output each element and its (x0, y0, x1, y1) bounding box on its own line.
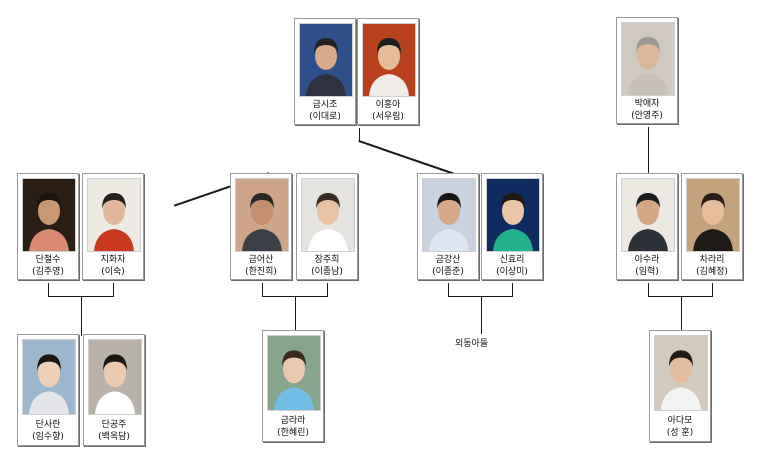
person-name: 단공주 (101, 420, 127, 430)
actor-name: (김혜정) (696, 267, 728, 277)
portrait-photo (686, 178, 740, 252)
person-name: 단사란 (35, 420, 61, 430)
portrait-photo (235, 178, 289, 252)
person-card-geum-rara: 금라라 (한혜린) (262, 330, 324, 442)
link-asura-couple-h (648, 296, 713, 297)
portrait-photo (486, 178, 540, 252)
only-son-note: 외동아들 (455, 339, 489, 349)
person-card-dan-saran: 단사란 (임수향) (17, 334, 79, 446)
portrait-photo (22, 339, 76, 415)
actor-name: (이상미) (496, 267, 528, 277)
person-card-ji-hwaja: 지화자 (이숙) (82, 173, 144, 280)
actor-name: (김주영) (32, 267, 64, 277)
portrait-photo (87, 178, 141, 252)
link-asura-couple-r (712, 283, 713, 297)
actor-name: (이대로) (309, 112, 341, 122)
person-card-geum-gangsan: 금강산 (이종준) (417, 173, 479, 280)
person-card-jang-juhui: 장주희 (이종남) (296, 173, 358, 280)
portrait-photo (621, 178, 675, 252)
portrait-photo (299, 23, 353, 97)
link-gangsan-couple-r (512, 283, 513, 297)
person-card-park-aeja: 박애자 (안영주) (616, 17, 678, 124)
actor-name: (이숙) (101, 267, 125, 277)
person-name: 단철수 (35, 255, 61, 265)
person-name: 이홍아 (375, 100, 401, 110)
person-name: 신효리 (499, 255, 525, 265)
actor-name: (이종남) (311, 267, 343, 277)
person-card-a-damo: 아다모 (성 훈) (649, 330, 711, 442)
person-card-dan-cheolsu: 단철수 (김주영) (17, 173, 79, 280)
link-to-gangsan (358, 140, 454, 175)
actor-name: (안영주) (631, 111, 663, 121)
portrait-photo (267, 335, 321, 411)
actor-name: (성 훈) (666, 428, 694, 438)
actor-name: (한진희) (245, 267, 277, 277)
link-grandparents-down (359, 128, 360, 141)
actor-name: (임수향) (32, 432, 64, 442)
link-gangsan-son (481, 296, 482, 334)
actor-name: (임혁) (635, 267, 659, 277)
actor-name: (백옥담) (98, 432, 130, 442)
portrait-photo (621, 22, 675, 96)
link-geum-couple-l (262, 283, 263, 297)
person-card-geum-sijo: 금시조 (이대로) (294, 18, 356, 125)
link-asura-couple-l (648, 283, 649, 297)
person-name: 아다모 (667, 416, 693, 426)
portrait-photo (422, 178, 476, 252)
portrait-photo (654, 335, 708, 411)
person-name: 아수라 (634, 255, 660, 265)
link-dan-couple-r (113, 283, 114, 297)
person-name: 금시조 (312, 100, 338, 110)
person-name: 차라리 (699, 255, 725, 265)
link-asura-children (681, 296, 682, 334)
person-card-geum-eosan: 금어산 (한진희) (230, 173, 292, 280)
portrait-photo (362, 23, 416, 97)
person-name: 장주희 (314, 255, 340, 265)
person-name: 지화자 (100, 255, 126, 265)
person-name: 금라라 (280, 416, 306, 426)
actor-name: (이종준) (432, 267, 464, 277)
link-geum-couple-r (327, 283, 328, 297)
portrait-photo (88, 339, 142, 415)
actor-name: (한혜린) (277, 428, 309, 438)
link-geum-children (295, 296, 296, 334)
portrait-photo (301, 178, 355, 252)
actor-name: (서우림) (372, 112, 404, 122)
person-card-lee-hongah: 이홍아 (서우림) (357, 18, 419, 125)
person-name: 금어산 (248, 255, 274, 265)
link-gangsan-couple-h (448, 296, 513, 297)
link-dan-couple-l (48, 283, 49, 297)
person-card-sin-hyori: 신효리 (이상미) (481, 173, 543, 280)
link-dan-children (81, 296, 82, 336)
person-card-dan-gongju: 단공주 (백옥담) (83, 334, 145, 446)
link-aeja-down (648, 127, 649, 175)
person-name: 금강산 (435, 255, 461, 265)
person-name: 박애자 (634, 99, 660, 109)
person-card-cha-rari: 차라리 (김혜정) (681, 173, 743, 280)
link-gangsan-couple-l (448, 283, 449, 297)
portrait-photo (22, 178, 76, 252)
person-card-a-sura: 아수라 (임혁) (616, 173, 678, 280)
